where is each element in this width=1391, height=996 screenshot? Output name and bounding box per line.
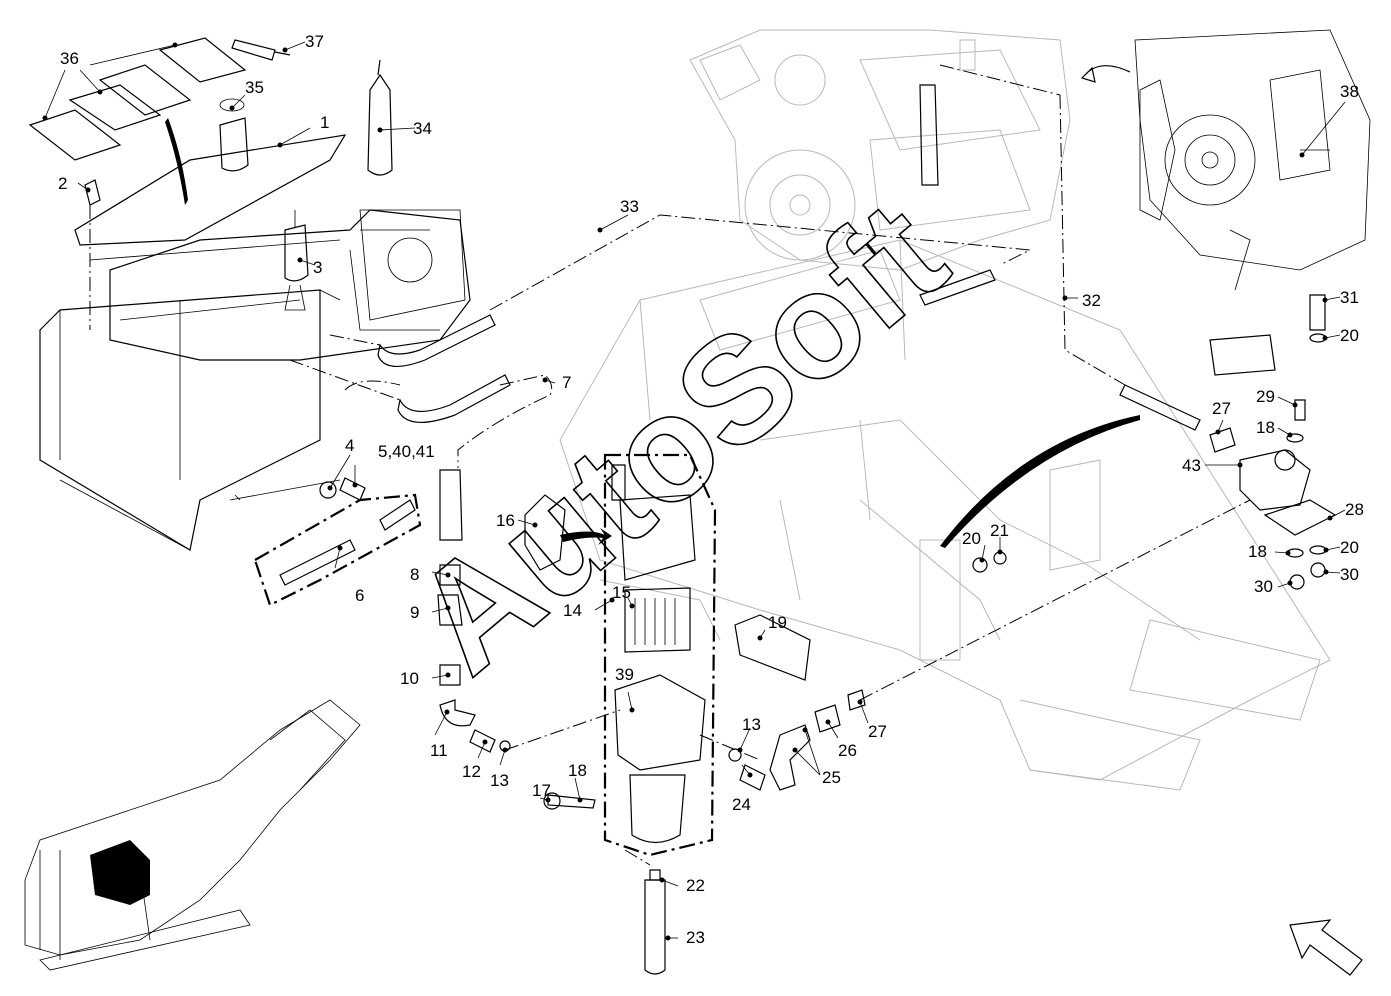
label-15: 15: [612, 583, 631, 602]
label-13-left: 13: [490, 771, 509, 790]
label-25: 25: [822, 768, 841, 787]
part-labels: 36 37 35 1 34 2 3 33 7 4 5,40,41 6 8 9 1…: [58, 32, 1364, 947]
label-18-bottom: 18: [568, 761, 587, 780]
watermark: AutoSoft: [383, 169, 976, 705]
label-19: 19: [768, 613, 787, 632]
label-28: 28: [1345, 500, 1364, 519]
label-1: 1: [320, 113, 329, 132]
misc-parts: [84, 39, 393, 311]
fittings-right: [728, 551, 1007, 791]
label-32: 32: [1082, 291, 1101, 310]
hydraulic-hoses: [289, 84, 1201, 541]
label-20-top: 20: [1340, 326, 1359, 345]
fittings-left: [319, 477, 366, 501]
label-30-left: 30: [1254, 577, 1273, 596]
engine-assembly: [689, 29, 1071, 271]
label-37: 37: [305, 32, 324, 51]
label-6: 6: [355, 586, 364, 605]
label-8: 8: [410, 565, 419, 584]
tank-cabinet: [39, 209, 471, 551]
label-26: 26: [838, 741, 857, 760]
label-2: 2: [58, 174, 67, 193]
label-27-right: 27: [1212, 399, 1231, 418]
label-18-right-top: 18: [1256, 418, 1275, 437]
machine-frame-outline: [559, 239, 1331, 791]
prefilter-assembly: [1209, 294, 1337, 590]
engine-side-view: [1080, 29, 1371, 291]
label-33: 33: [620, 197, 639, 216]
cover-plate: [74, 134, 347, 246]
label-12: 12: [462, 762, 481, 781]
label-20-bottom: 20: [1340, 538, 1359, 557]
leader-dots: [42, 42, 1333, 941]
label-14: 14: [563, 601, 582, 620]
brackets: [524, 494, 811, 681]
fuel-line-fittings: [437, 564, 511, 753]
label-16: 16: [496, 511, 515, 530]
label-18-right-bottom: 18: [1248, 542, 1267, 561]
label-7: 7: [562, 373, 571, 392]
fuel-filter-group: [543, 453, 717, 975]
label-3: 3: [313, 258, 322, 277]
machine-thumbnail: [24, 699, 361, 971]
arrow-up-left-icon[interactable]: [1289, 919, 1363, 976]
label-30-right: 30: [1340, 565, 1359, 584]
label-27-bottom: 27: [868, 722, 887, 741]
label-20-mid: 20: [962, 529, 981, 548]
label-34: 34: [413, 119, 432, 138]
label-4: 4: [345, 436, 354, 455]
label-11: 11: [430, 741, 448, 760]
label-36: 36: [60, 49, 79, 68]
label-21: 21: [990, 521, 1009, 540]
label-10: 10: [400, 669, 419, 688]
label-9: 9: [410, 603, 419, 622]
label-35: 35: [245, 78, 264, 97]
label-23: 23: [686, 928, 705, 947]
insulation-pads: [28, 37, 247, 161]
label-39: 39: [615, 665, 634, 684]
label-13-right: 13: [742, 715, 761, 734]
label-17: 17: [532, 781, 551, 800]
label-31: 31: [1340, 288, 1359, 307]
label-5-40-41: 5,40,41: [378, 442, 435, 461]
pointer-curve-left: [165, 118, 188, 205]
label-22: 22: [686, 876, 705, 895]
connection-lines: [89, 64, 1251, 866]
label-43: 43: [1182, 456, 1201, 475]
label-24: 24: [732, 795, 751, 814]
label-38: 38: [1340, 82, 1359, 101]
label-29: 29: [1256, 387, 1275, 406]
